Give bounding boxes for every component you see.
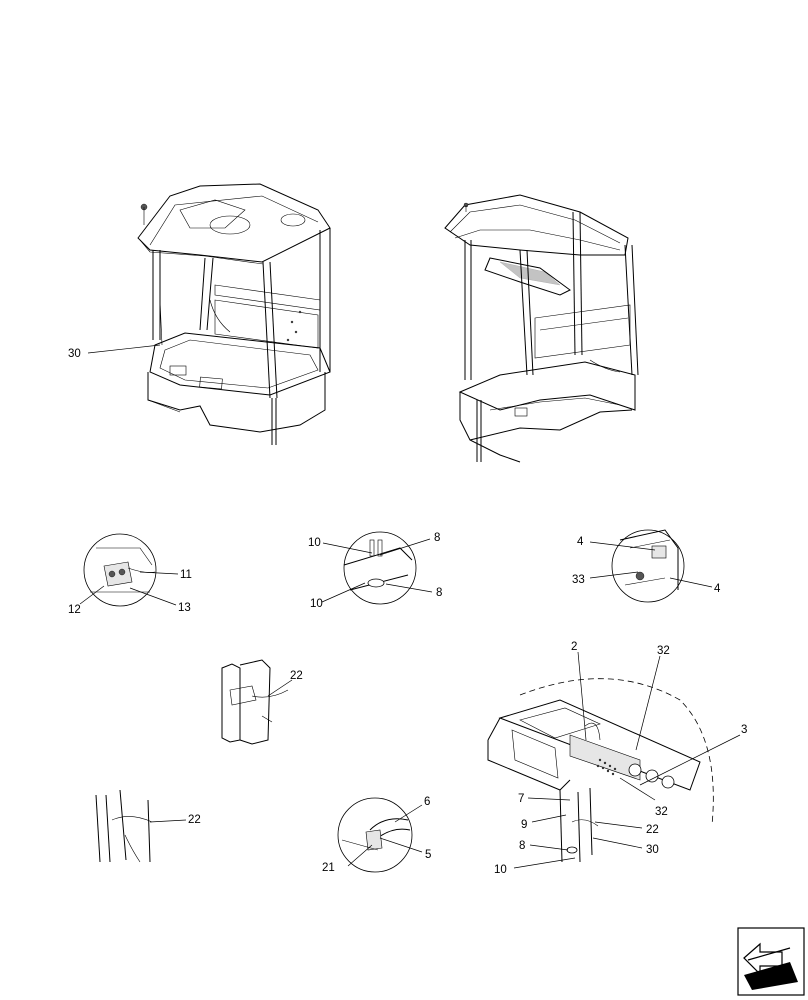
cab-left-view (137, 183, 331, 445)
detail-post-clip-22-b (95, 789, 153, 863)
callout-30-top: 30 (68, 348, 81, 360)
callout-11: 11 (180, 569, 192, 581)
detail-post-clip-22-a (221, 659, 289, 745)
callout-30-b: 30 (646, 844, 659, 856)
callout-33: 33 (572, 574, 585, 586)
callout-32-b: 32 (655, 806, 668, 818)
callout-21: 21 (322, 862, 335, 874)
callout-8-b: 8 (436, 587, 442, 599)
callout-5: 5 (425, 849, 431, 861)
callout-3: 3 (741, 724, 747, 736)
callout-4-b: 4 (714, 583, 721, 595)
cab-right-view (444, 194, 639, 463)
detail-clip-8-10 (343, 531, 417, 605)
callout-22-a: 22 (290, 670, 303, 682)
callout-22-b: 22 (188, 814, 201, 826)
callout-10-c: 10 (494, 864, 507, 876)
callout-32-a: 32 (657, 645, 670, 657)
callout-10-b: 10 (310, 598, 323, 610)
callout-12: 12 (68, 604, 81, 616)
callout-4-a: 4 (577, 536, 584, 548)
callout-8-c: 8 (519, 840, 525, 852)
callout-7: 7 (518, 793, 524, 805)
callout-10-a: 10 (308, 537, 321, 549)
detail-connector-11-12-13 (83, 533, 157, 607)
detail-roof-console (487, 678, 714, 863)
callout-9: 9 (521, 819, 527, 831)
callout-2: 2 (571, 641, 577, 653)
detail-bracket-4-33 (611, 529, 685, 603)
callout-6: 6 (424, 796, 430, 808)
callout-22-c: 22 (646, 824, 659, 836)
detail-grommet-5-6-21 (337, 797, 413, 873)
callout-13: 13 (178, 602, 191, 614)
view-direction-arrow-icon (737, 927, 805, 996)
callout-8-a: 8 (434, 532, 440, 544)
